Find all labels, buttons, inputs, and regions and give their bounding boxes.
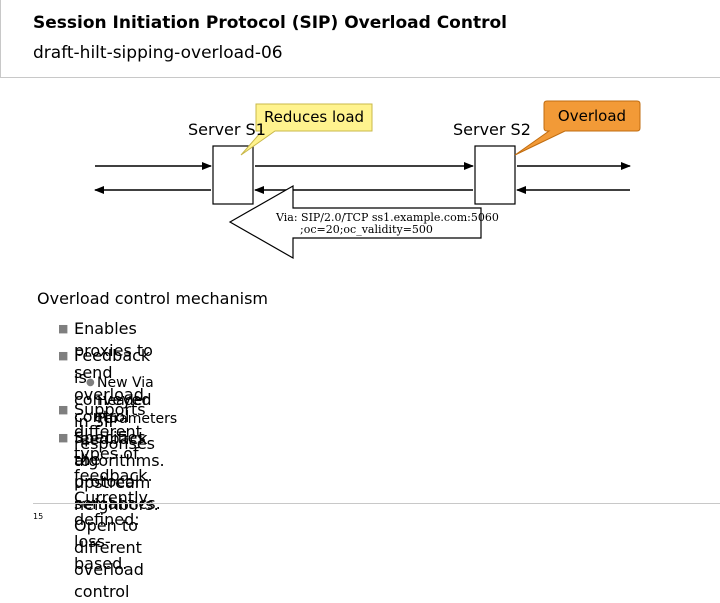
callout-s1-text: Reduces load bbox=[263, 108, 365, 126]
callout-s2-shape bbox=[514, 100, 641, 156]
slide-title: Session Initiation Protocol (SIP) Overlo… bbox=[33, 13, 507, 33]
square-bullet-icon: ■ bbox=[58, 322, 69, 335]
feedback-arrow bbox=[228, 184, 482, 260]
square-bullet-icon: ■ bbox=[58, 431, 69, 444]
callout-s2-text: Overload bbox=[557, 107, 627, 125]
footer-divider bbox=[33, 503, 720, 504]
square-bullet-icon: ■ bbox=[58, 403, 69, 416]
server-s2-box bbox=[474, 145, 516, 205]
server-s1-box bbox=[212, 145, 254, 205]
header-left-border bbox=[0, 0, 1, 78]
page-number: 15 bbox=[33, 512, 44, 521]
overload-diagram: Server S1 Server S2 Reduces load Overloa… bbox=[0, 0, 720, 290]
via-header-line-2: ;oc=20;oc_validity=500 bbox=[300, 223, 433, 236]
via-header-line-1: Via: SIP/2.0/TCP ss1.example.com:5060 bbox=[276, 211, 499, 224]
header-divider bbox=[0, 77, 720, 78]
callout-s1-shape bbox=[240, 103, 373, 156]
dot-bullet-icon: ● bbox=[86, 377, 95, 388]
square-bullet-icon: ■ bbox=[58, 349, 69, 362]
server-s2-label: Server S2 bbox=[453, 120, 531, 139]
section-heading: Overload control mechanism bbox=[37, 289, 268, 308]
slide-subtitle: draft-hilt-sipping-overload-06 bbox=[33, 43, 283, 63]
server-s1-label: Server S1 bbox=[188, 120, 266, 139]
